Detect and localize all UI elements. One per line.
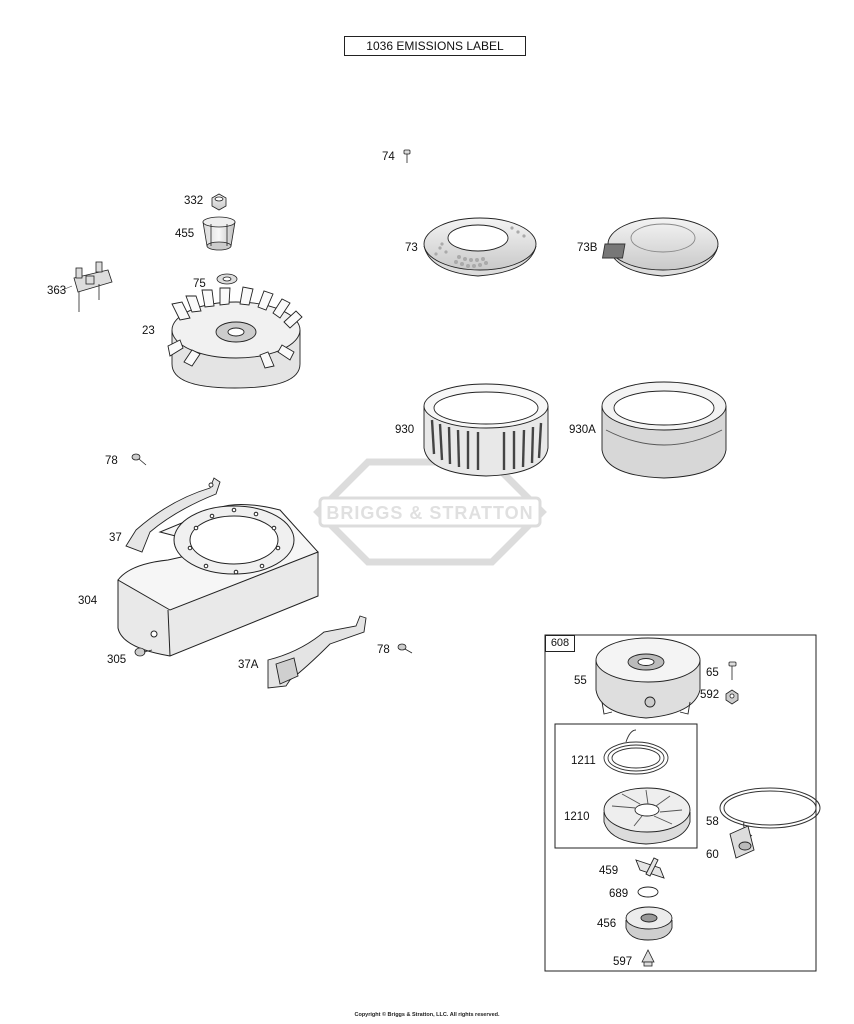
callout-65: 65	[706, 667, 719, 679]
callout-1211: 1211	[571, 755, 596, 767]
callout-55: 55	[574, 675, 587, 687]
callout-58: 58	[706, 816, 719, 828]
housing-55-part	[595, 637, 701, 719]
nut-592-part	[725, 689, 739, 705]
callout-78-upper: 78	[105, 455, 118, 467]
rope-58-part	[719, 787, 821, 837]
screw-597-part	[641, 949, 655, 967]
dog-459-part	[635, 857, 665, 879]
callout-75: 75	[193, 278, 206, 290]
bracket-37-part	[125, 477, 221, 553]
handle-60-part	[729, 825, 755, 859]
baffle-930-part	[423, 383, 549, 477]
callout-456: 456	[597, 918, 617, 930]
callout-1210: 1210	[564, 811, 590, 823]
callout-73: 73	[405, 242, 418, 254]
callout-459: 459	[599, 865, 619, 877]
nut-332-part	[211, 193, 227, 211]
kit-608-frame	[544, 634, 817, 972]
callout-73b: 73B	[577, 242, 598, 254]
screw-74-part	[403, 149, 411, 163]
callout-363: 363	[47, 285, 67, 297]
callout-305: 305	[107, 654, 127, 666]
callout-37a: 37A	[238, 659, 259, 671]
callout-597: 597	[613, 956, 633, 968]
screw-305-part	[134, 647, 153, 657]
spring-1211-part	[603, 729, 669, 775]
callout-78-lower: 78	[377, 644, 390, 656]
callout-455: 455	[175, 228, 195, 240]
callout-74: 74	[382, 151, 395, 163]
screw-78-upper-part	[131, 453, 147, 466]
callout-930a: 930A	[569, 424, 596, 436]
pulley-1210-part	[603, 787, 691, 845]
callout-332: 332	[184, 195, 204, 207]
baffle-930a-part	[601, 381, 727, 479]
callout-37: 37	[109, 532, 122, 544]
callout-592: 592	[700, 689, 720, 701]
brand-watermark: BRIGGS & STRATTON	[313, 458, 547, 566]
screw-78-lower-part	[397, 643, 413, 654]
blower-housing-304-part	[117, 504, 319, 657]
cup-455-part	[202, 216, 236, 251]
callout-930: 930	[395, 424, 415, 436]
emissions-label-title: 1036 EMISSIONS LABEL	[344, 36, 526, 56]
screen-cover-73-part	[423, 217, 537, 277]
screw-65-part	[728, 661, 737, 680]
callout-60: 60	[706, 849, 719, 861]
ring-689-part	[637, 886, 659, 898]
bracket-37a-part	[267, 615, 367, 689]
callout-304: 304	[78, 595, 98, 607]
kit-608-label: 608	[545, 635, 575, 652]
watermark-text: BRIGGS & STRATTON	[326, 503, 533, 523]
cover-73b-part	[601, 217, 719, 277]
callout-23: 23	[142, 325, 155, 337]
copyright-footer: Copyright © Briggs & Stratton, LLC. All …	[354, 1012, 500, 1018]
leader-lines	[59, 285, 73, 292]
callout-689: 689	[609, 888, 629, 900]
washer-75-part	[216, 273, 238, 285]
flywheel-23-part	[167, 286, 303, 389]
kit-subassembly-frame	[554, 723, 698, 849]
retainer-456-part	[625, 906, 673, 941]
bracket-363-part	[73, 261, 113, 312]
